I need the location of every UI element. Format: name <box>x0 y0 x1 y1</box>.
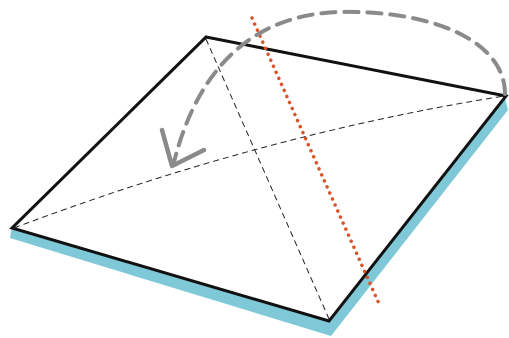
crease-line-diagonal-right <box>13 95 505 229</box>
crease-line-diagonal-left <box>205 38 330 320</box>
curved-fold-arrow-icon <box>172 9 507 164</box>
paper-sheet <box>9 35 509 323</box>
paper-underside-shadow <box>10 94 508 336</box>
fold-arrowhead-icon <box>159 127 207 169</box>
fold-line <box>250 16 382 308</box>
